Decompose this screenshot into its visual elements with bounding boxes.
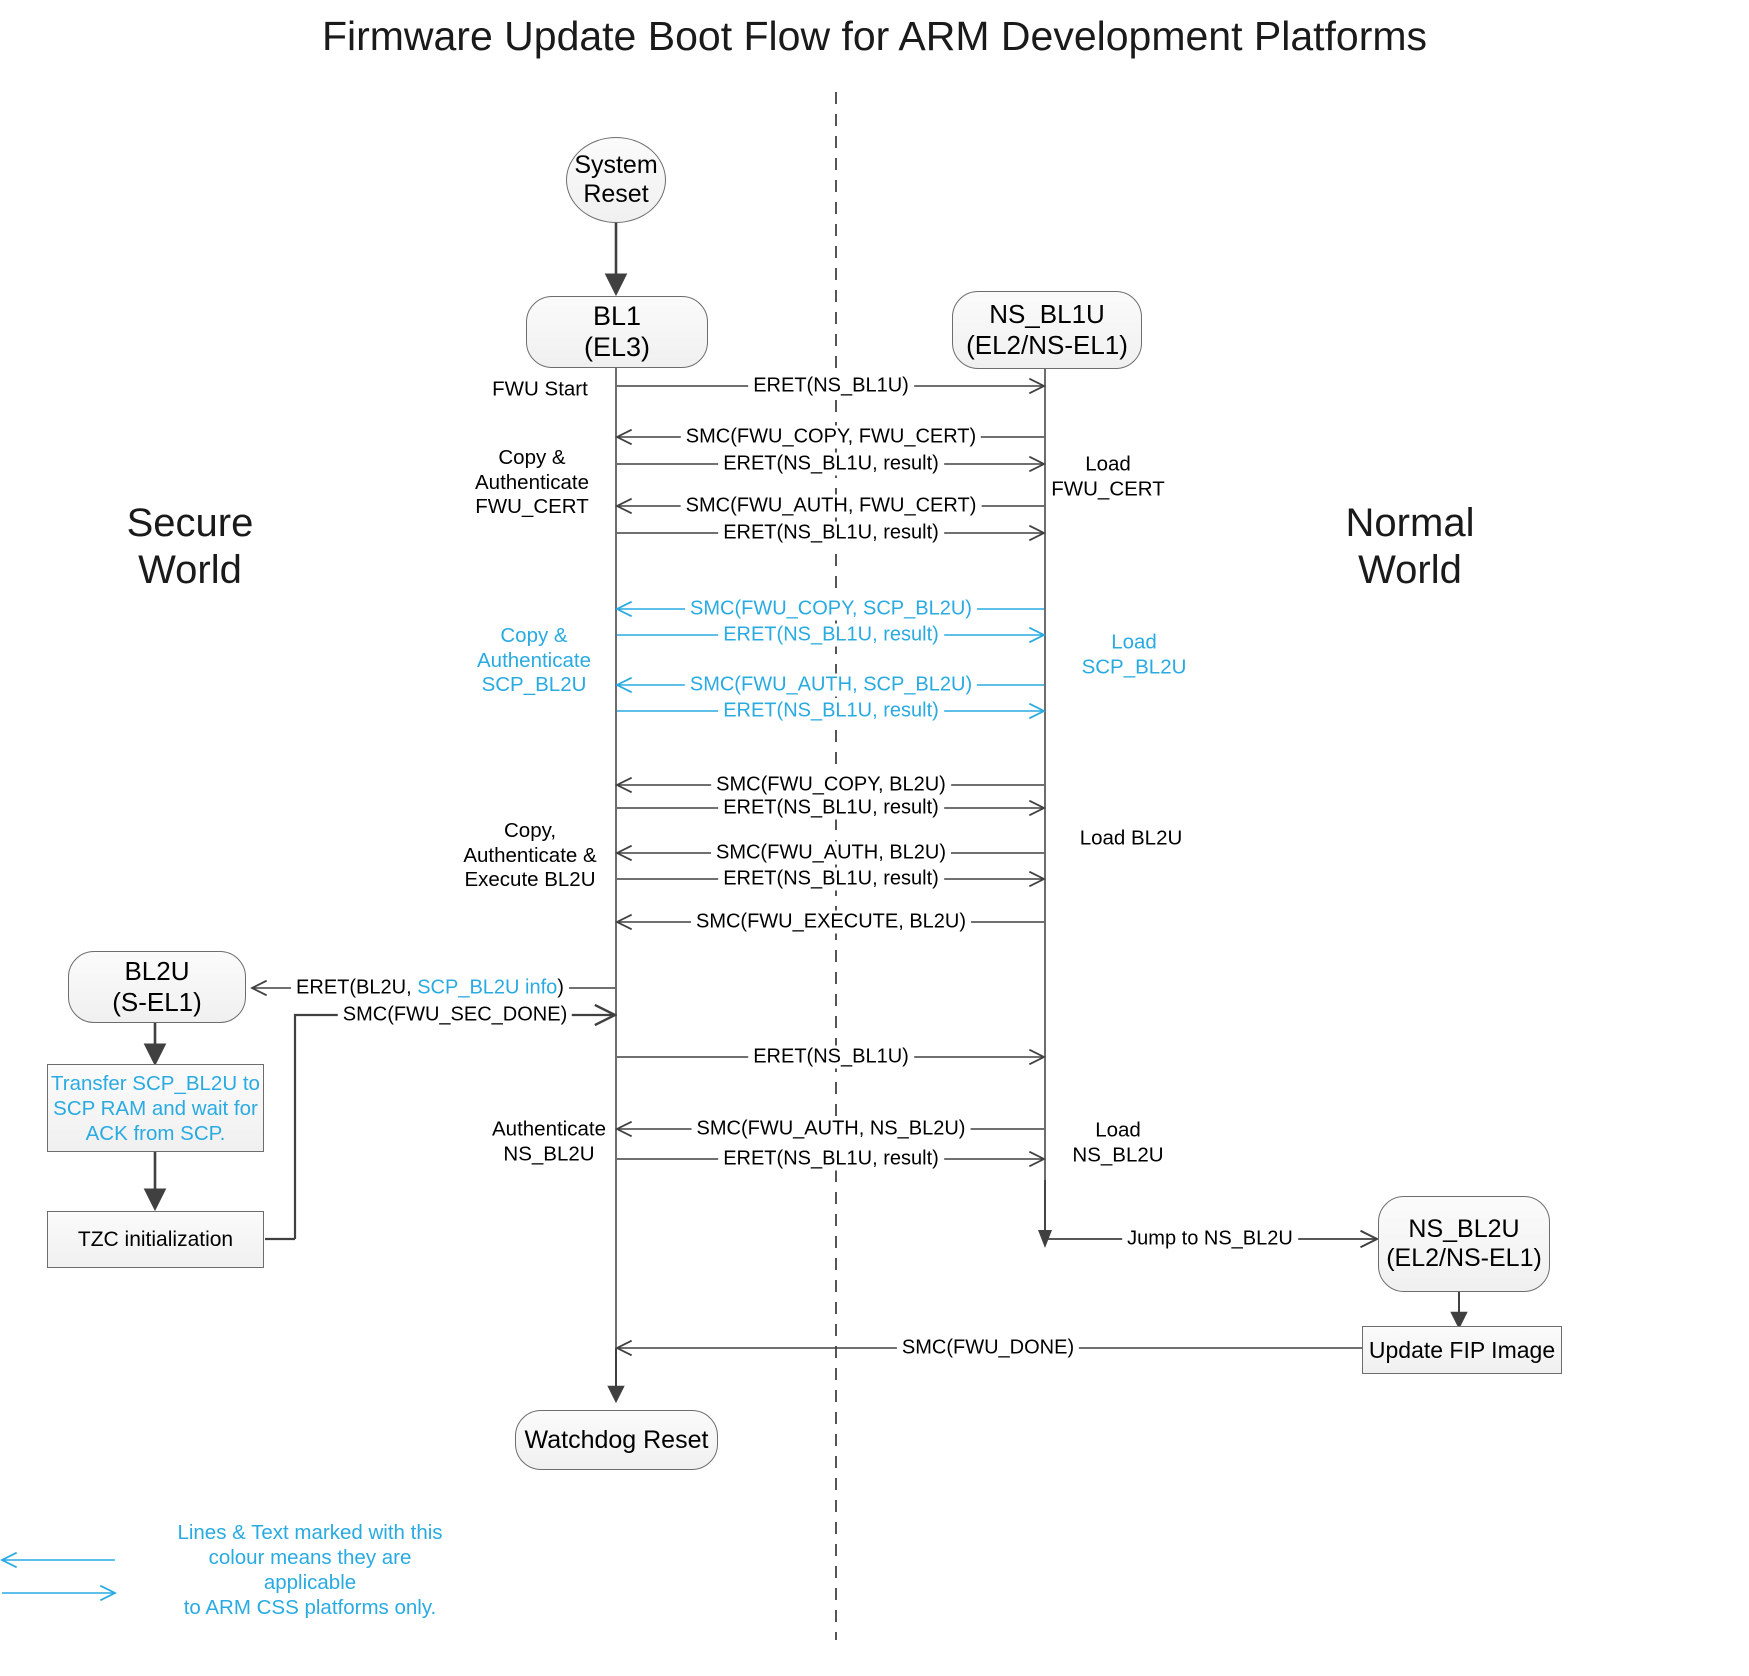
msg-label-m18: ERET(NS_BL1U, result)	[718, 1147, 944, 1171]
msg-label-m9: ERET(NS_BL1U, result)	[718, 699, 944, 723]
node-bl1[interactable]: BL1 (EL3)	[526, 296, 708, 368]
eret-bl2u-blue-part: SCP_BL2U info	[417, 976, 558, 999]
msg-label-m16: ERET(NS_BL1U)	[748, 1045, 914, 1069]
annotation-copy-auth-exec-bl2u: Copy, Authenticate & Execute BL2U	[463, 819, 597, 892]
msg-label-m17: SMC(FWU_AUTH, NS_BL2U)	[691, 1117, 971, 1141]
msg-label-m10: SMC(FWU_COPY, BL2U)	[711, 773, 951, 797]
msg-label-m1: ERET(NS_BL1U)	[748, 374, 914, 398]
annotation-fwu-start: FWU Start	[492, 377, 588, 401]
node-system-reset-line2: Reset	[583, 180, 649, 208]
msg-label-m19: Jump to NS_BL2U	[1122, 1227, 1298, 1251]
msg-label-m7: ERET(NS_BL1U, result)	[718, 623, 944, 647]
node-ns-bl1u-line2: (EL2/NS-EL1)	[966, 330, 1128, 360]
eret-bl2u-prefix: ERET(BL2U,	[296, 976, 418, 999]
node-system-reset-line1: System	[574, 151, 658, 179]
annotation-copy-auth-scp-bl2u: Copy & Authenticate SCP_BL2U	[477, 624, 591, 697]
annotation-load-bl2u: Load BL2U	[1079, 826, 1183, 850]
box-transfer-scp-bl2u[interactable]: Transfer SCP_BL2U to SCP RAM and wait fo…	[47, 1064, 264, 1152]
box-tzc-initialization[interactable]: TZC initialization	[47, 1211, 264, 1268]
node-bl1-line2: (EL3)	[583, 332, 651, 362]
node-ns-bl2u-line2: (EL2/NS-EL1)	[1386, 1244, 1542, 1272]
node-bl2u-line2: (S-EL1)	[112, 987, 202, 1017]
msg-label-m5: ERET(NS_BL1U, result)	[718, 521, 944, 545]
msg-label-m12: SMC(FWU_AUTH, BL2U)	[710, 841, 952, 865]
annotation-load-scp-bl2u: Load SCP_BL2U	[1081, 630, 1187, 678]
node-watchdog-reset[interactable]: Watchdog Reset	[515, 1410, 718, 1470]
msg-label-m13: ERET(NS_BL1U, result)	[718, 867, 944, 891]
msg-label-eret-bl2u: ERET(BL2U, SCP_BL2U info)	[291, 976, 569, 1000]
node-system-reset[interactable]: System Reset	[566, 137, 666, 223]
secure-world-label: Secure World	[126, 501, 254, 593]
annotation-load-fwu-cert: Load FWU_CERT	[1051, 452, 1165, 500]
msg-label-m2: SMC(FWU_COPY, FWU_CERT)	[680, 425, 982, 449]
eret-bl2u-suffix: )	[557, 976, 564, 999]
node-ns-bl1u[interactable]: NS_BL1U (EL2/NS-EL1)	[952, 291, 1142, 369]
msg-label-m11: ERET(NS_BL1U, result)	[718, 796, 944, 820]
normal-world-label: Normal World	[1345, 501, 1475, 593]
box-update-fip-image[interactable]: Update FIP Image	[1362, 1326, 1562, 1374]
node-ns-bl2u[interactable]: NS_BL2U (EL2/NS-EL1)	[1378, 1196, 1550, 1292]
jump-down-arrowhead	[1038, 1230, 1052, 1248]
msg-label-m20: SMC(FWU_DONE)	[896, 1336, 1080, 1360]
node-ns-bl2u-line1: NS_BL2U	[1408, 1215, 1520, 1243]
node-ns-bl1u-line1: NS_BL1U	[989, 299, 1105, 329]
node-bl2u-line1: BL2U	[124, 956, 190, 986]
node-bl1-line1: BL1	[592, 301, 642, 331]
msg-label-m14: SMC(FWU_EXECUTE, BL2U)	[690, 910, 972, 934]
annotation-load-ns-bl2u: Load NS_BL2U	[1072, 1118, 1164, 1166]
node-bl2u[interactable]: BL2U (S-EL1)	[68, 951, 246, 1023]
page-title: Firmware Update Boot Flow for ARM Develo…	[321, 13, 1428, 59]
legend-note: Lines & Text marked with this colour mea…	[177, 1521, 443, 1619]
msg-label-m15: SMC(FWU_SEC_DONE)	[337, 1003, 573, 1027]
msg-label-m4: SMC(FWU_AUTH, FWU_CERT)	[680, 494, 982, 518]
msg-label-m8: SMC(FWU_AUTH, SCP_BL2U)	[684, 673, 978, 697]
msg-label-m3: ERET(NS_BL1U, result)	[718, 452, 944, 476]
annotation-authenticate-ns-bl2u: Authenticate NS_BL2U	[492, 1117, 606, 1165]
annotation-copy-auth-fwu-cert: Copy & Authenticate FWU_CERT	[475, 446, 589, 519]
msg-label-m6: SMC(FWU_COPY, SCP_BL2U)	[685, 597, 977, 621]
